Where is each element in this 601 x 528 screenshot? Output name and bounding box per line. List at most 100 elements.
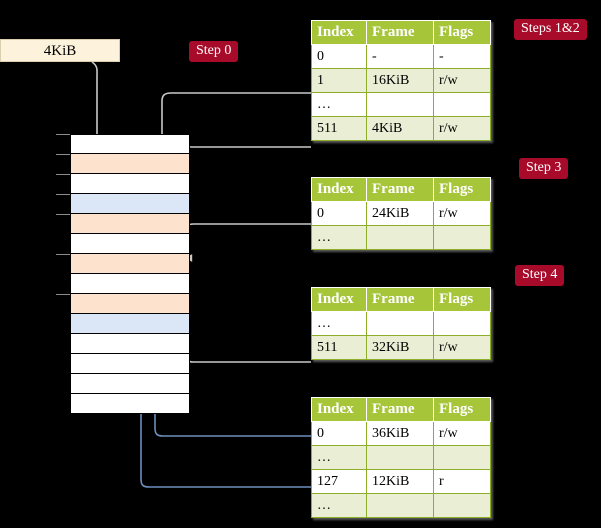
source-frame-box: 4KiB (0, 39, 120, 62)
memory-frame (70, 374, 190, 394)
table-row: … (311, 92, 491, 117)
cell-frame: 24KiB (366, 201, 434, 226)
cell-index: 1 (311, 68, 367, 93)
table-row: … (311, 493, 491, 518)
column-header-frame: Frame (366, 397, 434, 422)
cell-frame (366, 225, 434, 250)
link-step4 (177, 314, 311, 363)
table-row: … (311, 311, 491, 336)
memory-frame (70, 254, 190, 274)
cell-flags (433, 225, 491, 250)
frame-tick (56, 254, 70, 255)
cell-flags (433, 493, 491, 518)
column-header-index: Index (311, 287, 367, 312)
column-header-frame: Frame (366, 287, 434, 312)
link-steps12-in (174, 145, 311, 165)
cell-flags (433, 92, 491, 117)
link-step3 (184, 223, 311, 262)
frame-tick (56, 194, 70, 195)
cell-frame: 32KiB (366, 335, 434, 360)
cell-index: 0 (311, 201, 367, 226)
cell-index: … (311, 445, 367, 470)
table-row: … (311, 445, 491, 470)
frame-tick (56, 214, 70, 215)
table-row: … (311, 225, 491, 250)
cell-flags (433, 311, 491, 336)
cell-flags: - (433, 44, 491, 69)
cell-flags: r/w (433, 68, 491, 93)
link-pt-entry127 (133, 208, 311, 488)
cell-frame (366, 92, 434, 117)
column-header-flags: Flags (433, 397, 491, 422)
badge-steps-1-2: Steps 1&2 (514, 19, 587, 40)
badge-step-0: Step 0 (189, 41, 239, 62)
cell-flags: r (433, 469, 491, 494)
column-header-index: Index (311, 20, 367, 45)
cell-index: 127 (311, 469, 367, 494)
cell-frame: - (366, 44, 434, 69)
badge-step-4: Step 4 (515, 265, 565, 286)
memory-frame (70, 214, 190, 234)
cell-frame (366, 311, 434, 336)
memory-frame (70, 294, 190, 314)
cell-flags: r/w (433, 335, 491, 360)
cell-index: … (311, 493, 367, 518)
source-frame-label: 4KiB (43, 43, 77, 59)
link-step0 (91, 61, 105, 154)
memory-frame (70, 334, 190, 354)
cell-index: 0 (311, 421, 367, 446)
frame-tick (56, 294, 70, 295)
cell-flags (433, 445, 491, 470)
memory-frame (70, 354, 190, 374)
memory-frame (70, 174, 190, 194)
memory-frame (70, 154, 190, 174)
memory-frame (70, 314, 190, 334)
memory-frame (70, 234, 190, 254)
physical-memory-frames (70, 134, 190, 414)
cell-flags: r/w (433, 116, 491, 141)
memory-frame (70, 274, 190, 294)
cell-index: 0 (311, 44, 367, 69)
badge-step-3: Step 3 (519, 158, 569, 179)
frame-tick (56, 154, 70, 155)
column-header-flags: Flags (433, 287, 491, 312)
column-header-frame: Frame (366, 177, 434, 202)
cell-frame (366, 445, 434, 470)
cell-frame: 16KiB (366, 68, 434, 93)
cell-frame: 36KiB (366, 421, 434, 446)
column-header-index: Index (311, 177, 367, 202)
column-header-flags: Flags (433, 20, 491, 45)
cell-frame: 12KiB (366, 469, 434, 494)
link-pt-entry0 (147, 326, 311, 437)
cell-frame (366, 493, 434, 518)
link-steps12-out (161, 92, 311, 232)
column-header-frame: Frame (366, 20, 434, 45)
frame-tick (56, 134, 70, 135)
cell-index: 511 (311, 335, 367, 360)
cell-flags: r/w (433, 421, 491, 446)
cell-flags: r/w (433, 201, 491, 226)
column-header-index: Index (311, 397, 367, 422)
memory-frame (70, 194, 190, 214)
memory-frame (70, 134, 190, 154)
cell-index: 511 (311, 116, 367, 141)
frame-tick (56, 174, 70, 175)
cell-index: … (311, 225, 367, 250)
cell-index: … (311, 92, 367, 117)
cell-frame: 4KiB (366, 116, 434, 141)
column-header-flags: Flags (433, 177, 491, 202)
